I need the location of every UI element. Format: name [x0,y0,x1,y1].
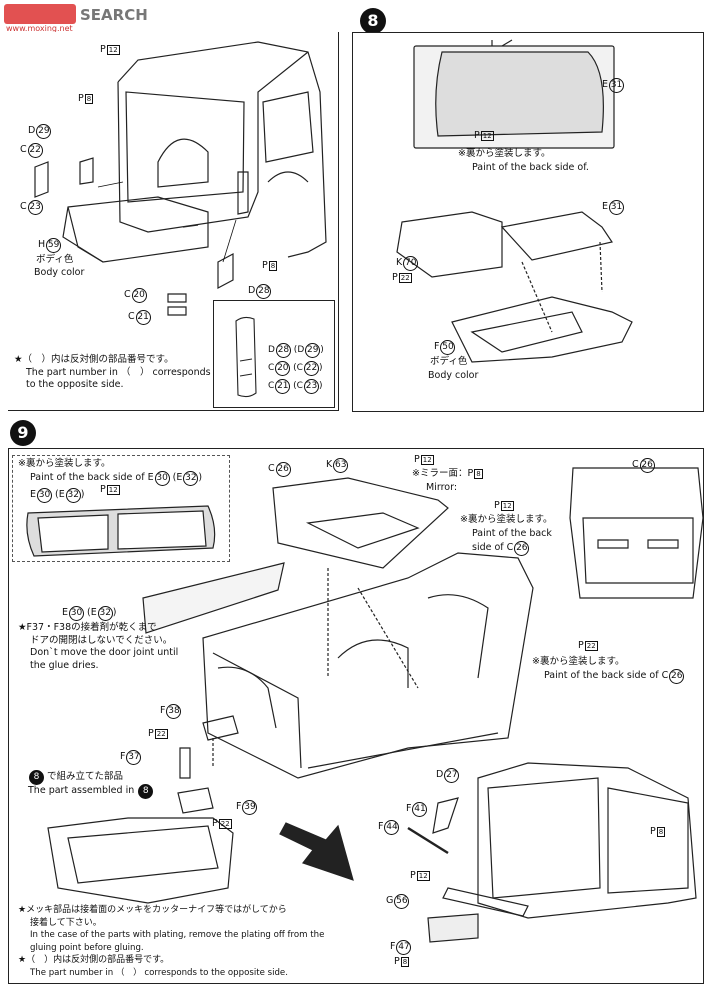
step9-door-note-jp1: ★F37・F38の接着剤が乾くまで [18,622,157,633]
step9-drawing [26,467,704,943]
step8-paint-en: Paint of the back side of. [472,162,589,173]
step9-door-note-en2: the glue dries. [30,659,99,671]
step9-opp-en: The part number in （ ） corresponds to th… [30,967,288,978]
step9-assembled-en: The part assembled in 8 [28,784,154,799]
watermark-logo: SEARCH www.moxing.net [4,4,164,34]
step9-opp-jp: ★（ ）内は反対側の部品番号です。 [18,955,170,965]
step8-f50-color-jp: ボディ色 [430,356,468,367]
step9-door-note: ★F37・F38の接着剤が乾くまで ドアの開閉はしないでください。 Don`t … [18,622,178,672]
watermark-logo-text: SEARCH [80,6,148,24]
step8-paint-jp: ※裏から塗装します。 [458,148,551,159]
step9-plating-en1: In the case of the parts with plating, r… [30,930,325,940]
step7-van-rear-drawing [34,41,327,316]
step9-paint-right-jp: ※裏から塗装します。 [460,514,553,525]
step7-note-en2: to the opposite side. [26,379,124,390]
step7-note: ★（ ）内は反対側の部品番号です。 The part number in （ ）… [14,354,211,392]
step9-plating-en2: gluing point before gluing. [30,942,144,953]
step8-number: 8 [360,8,386,34]
watermark-site: www.moxing.net [6,24,73,33]
step9-plating-jp1: ★メッキ部品は接着面のメッキをカッターナイフ等ではがしてから [18,905,287,915]
step9-door-note-en1: Don`t move the door joint until [30,647,179,658]
step7-h59-color-jp: ボディ色 [36,254,74,265]
step9-assembled-jp: 8 で組み立てた部品 [28,770,123,785]
step9-paint-right-en1: Paint of the back [472,528,552,539]
step7-note-en1: The part number in （ ） corresponds [26,366,211,378]
step9-door-note-jp2: ドアの開閉はしないでください。 [30,634,173,646]
step9-mirror-en: Mirror: [426,482,458,493]
step9-window-inset [12,455,230,562]
step9-paint-c26-jp: ※裏から塗装します。 [532,656,625,667]
step9-plating-note: ★メッキ部品は接着面のメッキをカッターナイフ等ではがしてから 接着して下さい。 … [18,904,388,979]
watermark-logo-mark [4,4,76,24]
step8-f50-color-en: Body color [428,370,479,381]
step9-plating-jp2: 接着して下さい。 [30,917,102,928]
step7-h59-color-en: Body color [34,267,85,278]
step7-inset-lamp-drawing [235,316,257,398]
step9-inset-paint-jp: ※裏から塗装します。 [18,458,111,469]
step9-number: 9 [10,420,36,446]
step7-note-jp: ★（ ）内は反対側の部品番号です。 [14,354,174,365]
step8-drawing [396,39,633,363]
